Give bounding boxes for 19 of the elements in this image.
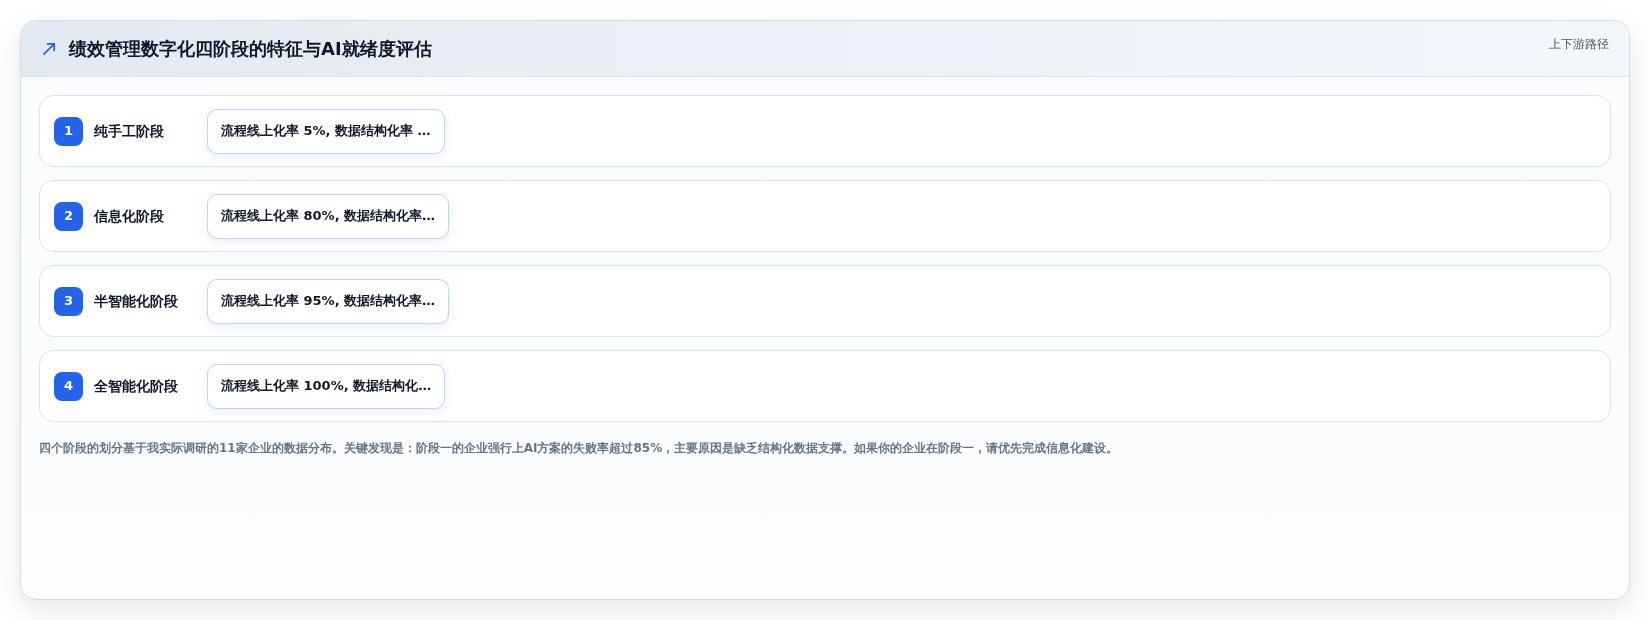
- stage-name: 全智能化阶段: [94, 378, 178, 394]
- footnote-text: 四个阶段的划分基于我实际调研的11家企业的数据分布。关键发现是：阶段一的企业强行上AI方案的失败率超过85%，主要原因是缺乏结构化数据支撑。如果你的企业在阶段一，请优先完成信息化建设。: [39, 440, 1120, 457]
- header-link-label: 上下游路径: [1549, 36, 1609, 53]
- step-number-badge: 2: [54, 201, 83, 231]
- stage-row: [39, 180, 1611, 252]
- diagram-title: 绩效管理数字化四阶段的特征与AI就绪度评估: [69, 37, 432, 61]
- stage-name: 半智能化阶段: [94, 293, 178, 309]
- stage-name: 信息化阶段: [94, 208, 164, 224]
- metric-chip: 流程线上化率 5%, 数据结构化率 …: [207, 108, 445, 154]
- metric-chip: 流程线上化率 100%, 数据结构化…: [207, 363, 446, 409]
- stage-row: [39, 265, 1611, 337]
- stage-row: [39, 95, 1611, 167]
- step-number-badge: 4: [54, 371, 83, 401]
- stage-name: 纯手工阶段: [94, 123, 164, 139]
- metric-chip: 流程线上化率 80%, 数据结构化率…: [207, 193, 450, 239]
- step-number-badge: 1: [54, 116, 83, 146]
- stage-row: [39, 350, 1611, 422]
- metric-chip: 流程线上化率 95%, 数据结构化率…: [207, 278, 450, 324]
- step-number-badge: 3: [54, 286, 83, 316]
